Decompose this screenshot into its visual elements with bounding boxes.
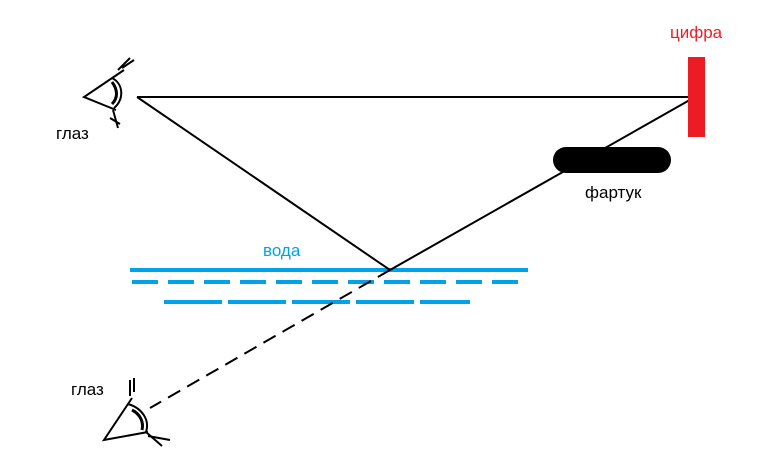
digit-label: цифра	[670, 23, 723, 42]
apron-shape	[553, 147, 671, 173]
eye-top-icon	[81, 57, 135, 129]
water-surface	[130, 268, 528, 304]
ray-reflected	[136, 96, 391, 271]
eye-top-label: глаз	[56, 124, 89, 143]
ray-incident	[389, 96, 696, 271]
eye-bottom-icon	[101, 378, 171, 447]
rays	[136, 96, 696, 409]
eye-bottom-label: глаз	[71, 380, 104, 399]
digit-bar	[688, 57, 705, 137]
apron-label: фартук	[585, 183, 642, 202]
water-label: вода	[263, 241, 301, 260]
ray-virtual-extension	[149, 269, 391, 409]
